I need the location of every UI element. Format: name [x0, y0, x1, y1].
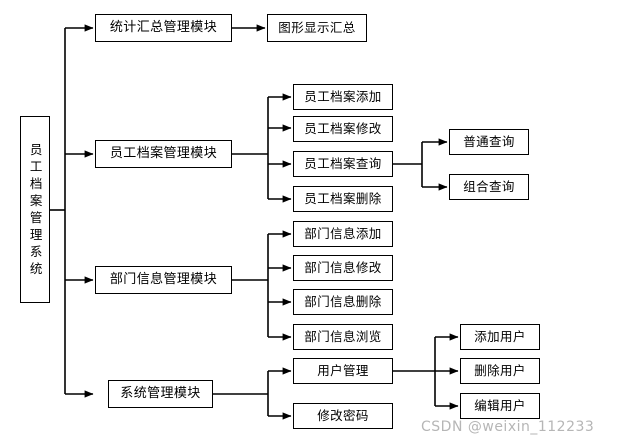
node-user-management[interactable]: 用户管理 — [293, 358, 393, 384]
node-change-password[interactable]: 修改密码 — [293, 403, 393, 429]
node-employee-archive-add[interactable]: 员工档案添加 — [293, 84, 393, 110]
node-department-info-module[interactable]: 部门信息管理模块 — [95, 266, 232, 294]
node-add-user[interactable]: 添加用户 — [460, 324, 540, 350]
node-graphic-display-summary[interactable]: 图形显示汇总 — [267, 14, 367, 42]
node-department-info-browse[interactable]: 部门信息浏览 — [293, 324, 393, 350]
node-department-info-delete[interactable]: 部门信息删除 — [293, 289, 393, 315]
node-statistics-summary-module[interactable]: 统计汇总管理模块 — [95, 14, 232, 42]
node-combined-query[interactable]: 组合查询 — [449, 174, 529, 200]
node-employee-archive-query[interactable]: 员工档案查询 — [293, 151, 393, 177]
node-department-info-edit[interactable]: 部门信息修改 — [293, 255, 393, 281]
node-system-management-module[interactable]: 系统管理模块 — [108, 380, 213, 408]
node-edit-user[interactable]: 编辑用户 — [460, 393, 540, 419]
node-employee-archive-edit[interactable]: 员工档案修改 — [293, 116, 393, 142]
node-normal-query[interactable]: 普通查询 — [449, 129, 529, 155]
node-delete-user[interactable]: 删除用户 — [460, 358, 540, 384]
node-root-employee-archive-system[interactable]: 员工档案管理系统 — [20, 116, 50, 303]
csdn-watermark: CSDN @weixin_112233 — [421, 419, 595, 435]
node-employee-archive-module[interactable]: 员工档案管理模块 — [95, 140, 232, 168]
node-department-info-add[interactable]: 部门信息添加 — [293, 221, 393, 247]
node-employee-archive-delete[interactable]: 员工档案删除 — [293, 186, 393, 212]
